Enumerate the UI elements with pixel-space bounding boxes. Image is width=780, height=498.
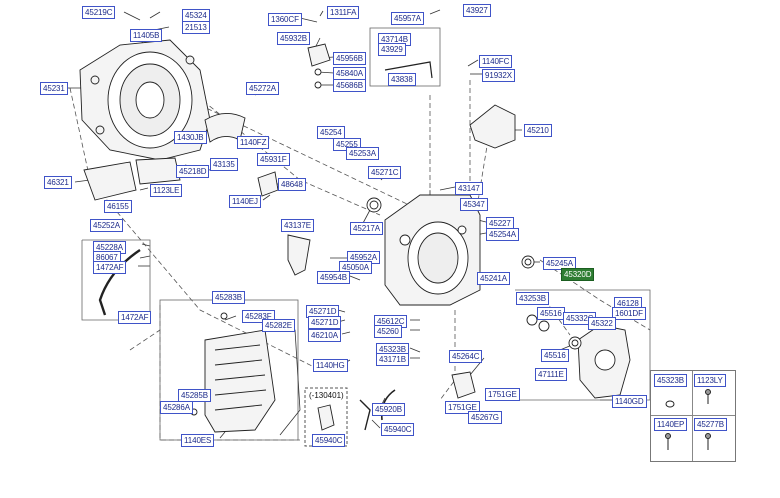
label-1751GE-left: 1751GE [445, 401, 480, 414]
label-45347: 45347 [460, 198, 488, 211]
parts-table-cell-4: 45277B [694, 418, 727, 431]
label-45264C: 45264C [449, 350, 483, 363]
label-11405B: 11405B [130, 29, 163, 42]
label-45252A: 45252A [90, 219, 123, 232]
label-1140FZ: 1140FZ [237, 136, 270, 149]
label-45957A: 45957A [391, 12, 424, 25]
label-46155: 46155 [104, 200, 132, 213]
label-1140EJ: 1140EJ [229, 195, 261, 208]
label-45956B: 45956B [333, 52, 366, 65]
label-45218D: 45218D [176, 165, 210, 178]
label-43838: 43838 [388, 73, 416, 86]
label-45283B: 45283B [212, 291, 245, 304]
label-45219C: 45219C [82, 6, 116, 19]
label-45254A: 45254A [486, 228, 519, 241]
label-43253B: 43253B [516, 292, 549, 305]
parts-table-cell-1: 45323B [654, 374, 687, 387]
label-1311FA: 1311FA [327, 6, 360, 19]
label-45932B: 45932B [277, 32, 310, 45]
label-45241A: 45241A [477, 272, 510, 285]
label-48648: 48648 [278, 178, 306, 191]
label-45271D-second: 45271D [308, 316, 342, 329]
label-1360CF: 1360CF [268, 13, 302, 26]
label-46210A: 46210A [308, 329, 341, 342]
label-43929: 43929 [378, 43, 406, 56]
label-43137E: 43137E [281, 219, 314, 232]
label-45931F: 45931F [257, 153, 290, 166]
label-45210: 45210 [524, 124, 552, 137]
label-45254: 45254 [317, 126, 345, 139]
label-45260: 45260 [374, 325, 402, 338]
label-45286A: 45286A [160, 401, 193, 414]
label-45940C-inset: 45940C [312, 434, 346, 447]
parts-table-cell-3: 1140EP [654, 418, 688, 431]
label-1140HG: 1140HG [313, 359, 348, 372]
label-45320D-highlighted: 45320D [561, 268, 595, 281]
label-1430JB: 1430JB [174, 131, 207, 144]
label-45271C: 45271C [368, 166, 402, 179]
label-1140FC: 1140FC [479, 55, 513, 68]
label-43147: 43147 [455, 182, 483, 195]
label-21513: 21513 [182, 21, 210, 34]
label-43171B: 43171B [376, 353, 409, 366]
label-45516-bottom: 45516 [541, 349, 569, 362]
label-91932X: 91932X [482, 69, 515, 82]
label-1472AF-bottom: 1472AF [118, 311, 152, 324]
label-1123LE: 1123LE [150, 184, 183, 197]
label-1140GD: 1140GD [612, 395, 647, 408]
label-45920B: 45920B [372, 403, 405, 416]
label-45050A: 45050A [339, 261, 372, 274]
label-45245A: 45245A [543, 257, 576, 270]
label-45231: 45231 [40, 82, 68, 95]
label-45267G: 45267G [468, 411, 502, 424]
parts-table [650, 370, 736, 462]
label-45217A: 45217A [350, 222, 383, 235]
label-45282E: 45282E [262, 319, 295, 332]
label-45686B: 45686B [333, 79, 366, 92]
label-1472AF-top: 1472AF [93, 261, 127, 274]
label-45272A: 45272A [246, 82, 279, 95]
label-46321: 46321 [44, 176, 72, 189]
label-45940C: 45940C [381, 423, 415, 436]
label-45322: 45322 [588, 317, 616, 330]
label-1751GE-right: 1751GE [485, 388, 520, 401]
label-43927: 43927 [463, 4, 491, 17]
label-45285B: 45285B [178, 389, 211, 402]
label-45954B: 45954B [317, 271, 350, 284]
label-45253A: 45253A [346, 147, 379, 160]
label-1140ES: 1140ES [181, 434, 215, 447]
label-45516-top: 45516 [537, 307, 565, 320]
label-43135: 43135 [210, 158, 238, 171]
label-1601DF: 1601DF [612, 307, 646, 320]
label-47111E: 47111E [535, 368, 567, 381]
inset-date-note: (-130401) [309, 391, 344, 400]
parts-table-cell-2: 1123LY [694, 374, 726, 387]
